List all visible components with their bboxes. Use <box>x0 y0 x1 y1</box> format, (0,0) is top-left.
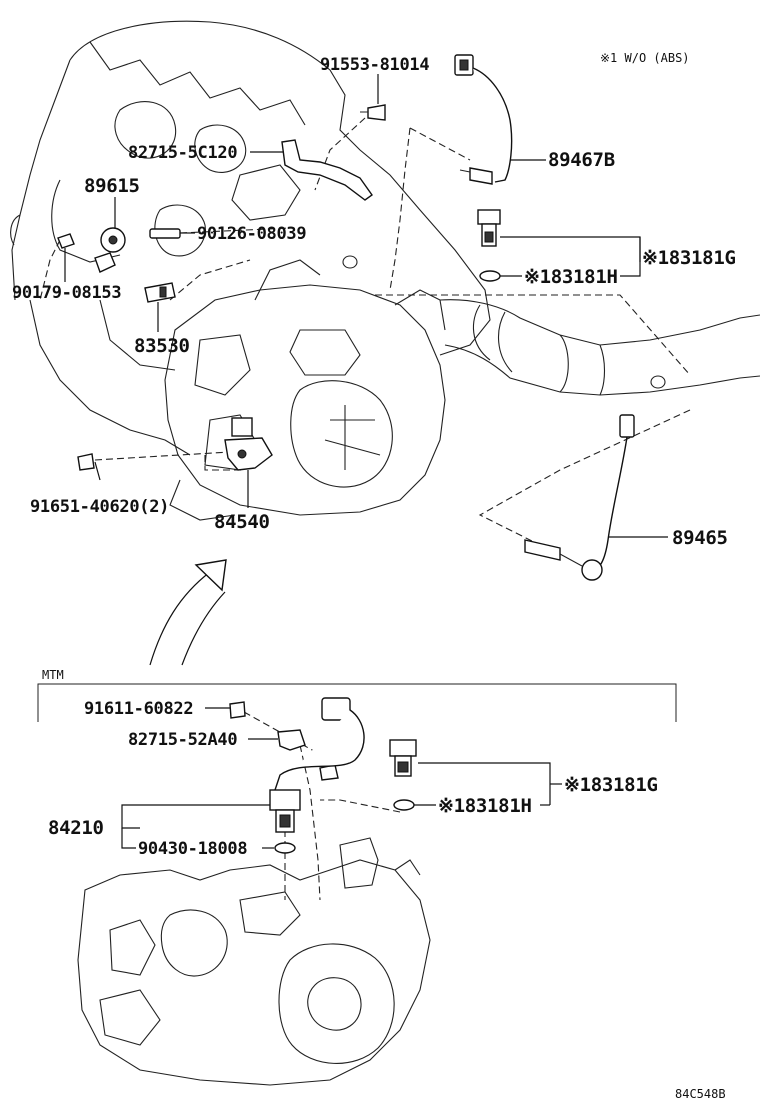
o-ring-90430-18008 <box>274 842 296 854</box>
bracket-82715-52A40 <box>277 729 339 781</box>
label-83181h-bot: ※183181H <box>438 795 532 817</box>
dashed-leaders <box>94 117 691 546</box>
label-91651-40620: 91651-40620(2) <box>30 497 169 517</box>
drawing-code: 84C548B <box>675 1087 726 1101</box>
label-90430-18008: 90430-18008 <box>138 839 247 859</box>
label-82715-52A40: 82715-52A40 <box>128 730 237 750</box>
speed-sensor-83181g-bot <box>389 739 417 777</box>
top-leader-lines <box>64 74 668 538</box>
bolt-91651-40620 <box>77 453 95 471</box>
knock-sensor-89615 <box>94 227 126 273</box>
speed-sensor-83181g-top <box>477 209 501 247</box>
connection-arrow <box>149 559 227 666</box>
label-89465: 89465 <box>672 527 728 549</box>
label-82715-5C120: 82715-5C120 <box>128 143 237 163</box>
bolt-91611-60822 <box>229 701 246 719</box>
nut-90179-08153 <box>57 233 75 249</box>
switch-84540 <box>224 417 273 471</box>
bolt-91553-81014 <box>360 104 386 121</box>
transaxle-outline <box>164 259 446 521</box>
label-84540: 84540 <box>214 511 270 533</box>
stud-90126-08039 <box>149 228 181 239</box>
label-83181g-top: ※183181G <box>642 247 736 269</box>
label-90126-08039: 90126-08039 <box>197 224 306 244</box>
oxygen-sensor-89465 <box>524 414 635 581</box>
oxygen-sensor-89467b <box>454 54 513 185</box>
abs-note: ※1 W/O (ABS) <box>600 51 690 65</box>
engine-outline <box>10 20 491 456</box>
label-91553-81014: 91553-81014 <box>320 55 429 75</box>
label-83181h-top: ※183181H <box>524 266 618 288</box>
label-89615: 89615 <box>84 175 140 197</box>
mtm-bracket <box>37 683 677 722</box>
label-83530: 83530 <box>134 335 190 357</box>
label-91611-60822: 91611-60822 <box>84 699 193 719</box>
o-ring-83181h-top <box>479 270 501 282</box>
exhaust-pipe <box>342 255 760 396</box>
mtm-leader-lines <box>121 707 562 849</box>
label-89467b: 89467B <box>548 149 615 171</box>
bracket-82715-5C120 <box>281 139 373 201</box>
label-90179-08153: 90179-08153 <box>12 283 121 303</box>
label-83181g-bot: ※183181G <box>564 774 658 796</box>
section-mtm: MTM <box>42 668 64 682</box>
sensor-83530 <box>144 282 176 303</box>
speed-sensor-84210 <box>269 697 365 833</box>
o-ring-83181h-bot <box>393 799 415 811</box>
manual-transaxle-outline <box>77 837 431 1086</box>
label-84210: 84210 <box>48 817 104 839</box>
